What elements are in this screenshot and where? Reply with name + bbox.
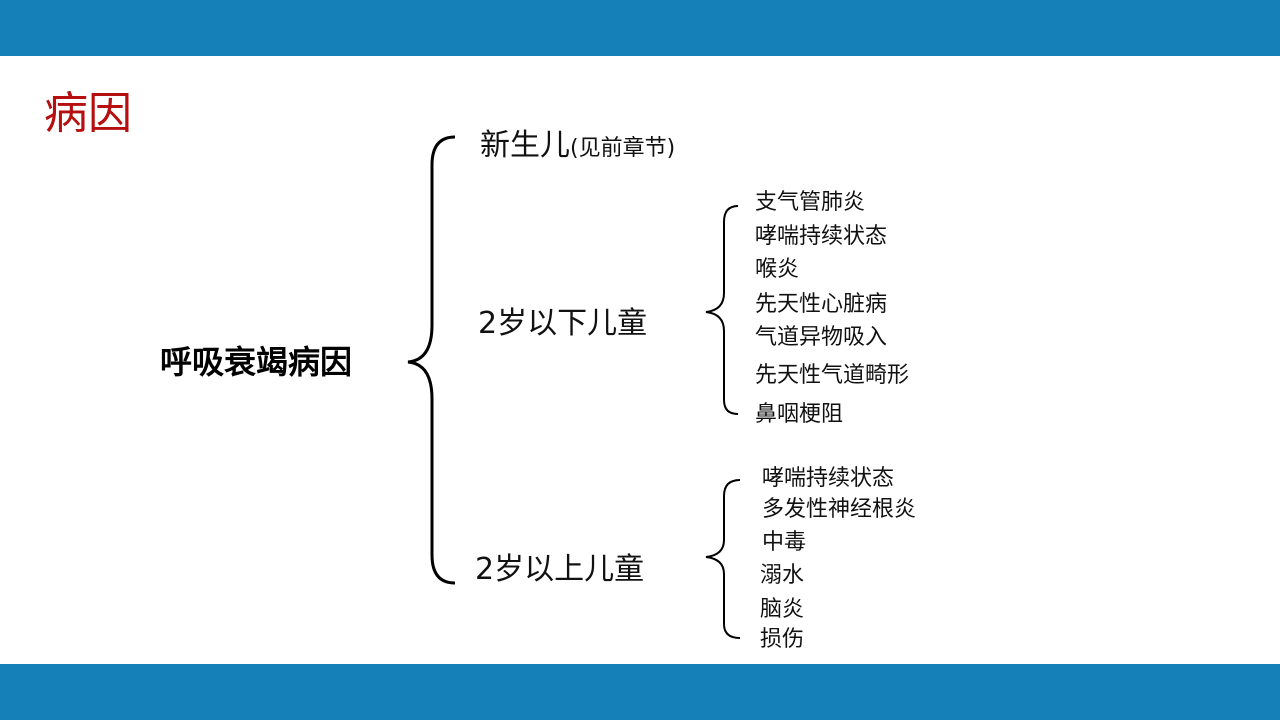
leaf-item: 鼻咽梗阻 [755, 402, 844, 427]
leaf-item: 支气管肺炎 [755, 190, 866, 215]
branch-newborn: 新生儿(见前章节) [480, 128, 675, 167]
leaf-item: 哮喘持续状态 [755, 224, 888, 249]
branch-note: (见前章节) [570, 136, 676, 161]
branch-over-2: 2岁以上儿童 [475, 552, 645, 587]
leaf-item: 喉炎 [755, 257, 800, 282]
leaf-item: 先天性心脏病 [755, 292, 888, 317]
leaf-item: 多发性神经根炎 [762, 497, 917, 522]
top-banner [0, 0, 1280, 56]
branch-label: 新生儿 [480, 128, 570, 163]
sub-brace-under-2 [705, 205, 739, 415]
branch-under-2: 2岁以下儿童 [478, 306, 648, 341]
main-brace [407, 135, 456, 585]
leaf-item: 先天性气道畸形 [755, 363, 910, 388]
bottom-banner [0, 664, 1280, 720]
leaf-item: 气道异物吸入 [755, 325, 888, 350]
leaf-item: 损伤 [760, 627, 805, 652]
slide-title: 病因 [44, 88, 132, 139]
root-node: 呼吸衰竭病因 [160, 343, 353, 381]
leaf-item: 脑炎 [760, 597, 805, 622]
leaf-item: 溺水 [760, 563, 805, 588]
leaf-item: 哮喘持续状态 [762, 466, 895, 491]
leaf-item: 中毒 [762, 530, 807, 555]
sub-brace-over-2 [705, 479, 741, 639]
